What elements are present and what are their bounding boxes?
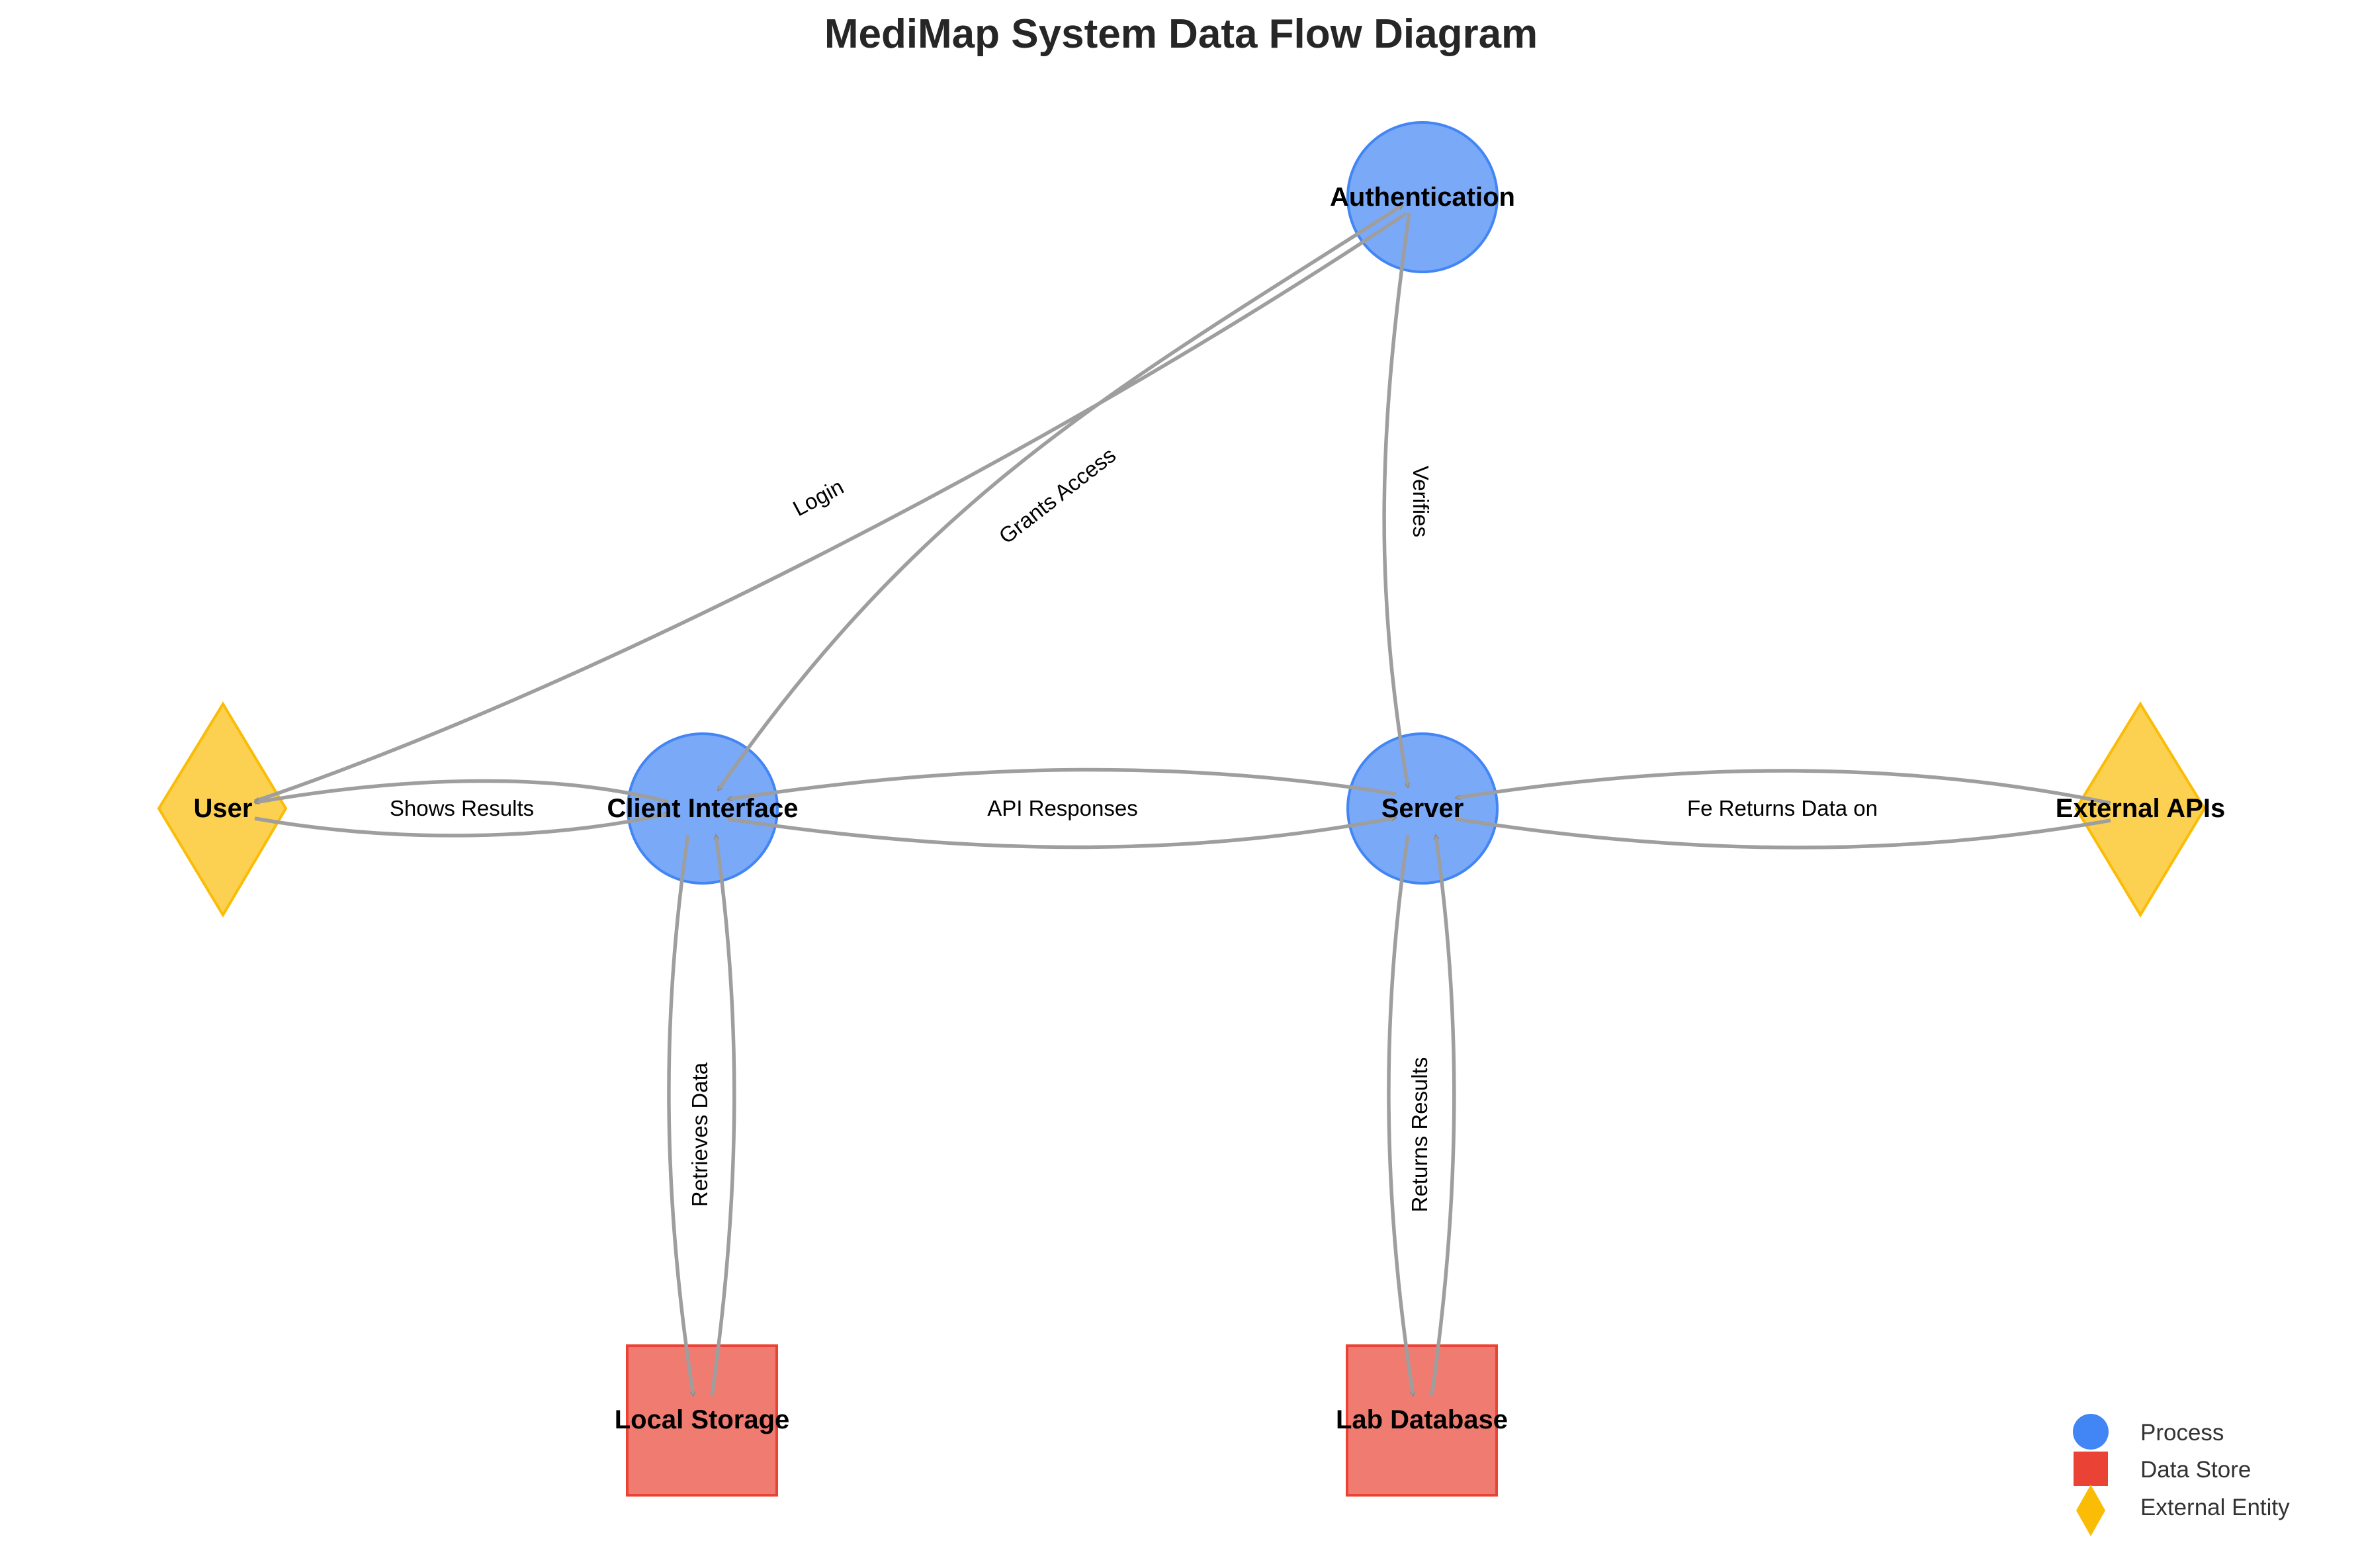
edge-label-login: Login: [789, 474, 848, 521]
node-labels: Authentication User Client Interface Ser…: [194, 183, 2226, 1434]
edge-external-upper: [1456, 769, 2111, 805]
edge-shows-results-lower: [254, 814, 668, 838]
legend-external-entity-label: External Entity: [2140, 1495, 2290, 1520]
edge-label-retrieves-data: Retrieves Data: [687, 1062, 712, 1207]
edge-returns-left: [1387, 834, 1413, 1396]
legend-external-entity-marker: [2076, 1485, 2105, 1536]
edge-label-shows-results: Shows Results: [390, 796, 534, 820]
edges: [254, 203, 2111, 1397]
node-label-external-apis: External APIs: [2056, 794, 2225, 823]
edge-external-lower: [1455, 817, 2111, 849]
edge-labels: Login Grants Access Verifies Shows Resul…: [390, 443, 1878, 1213]
edge-returns-right: [1430, 835, 1456, 1397]
edge-login: [255, 212, 1407, 803]
node-label-lab-database: Lab Database: [1336, 1405, 1508, 1434]
node-label-local-storage: Local Storage: [615, 1405, 790, 1434]
node-lab-database-shape: [1346, 1344, 1498, 1497]
edge-label-verifies: Verifies: [1409, 466, 1433, 537]
legend-data-store-marker: [2074, 1452, 2108, 1486]
edge-retrieves-right: [710, 835, 736, 1397]
node-user-shape: [157, 701, 288, 918]
legend: Process Data Store External Entity: [2073, 1414, 2290, 1536]
legend-process-marker: [2073, 1414, 2109, 1450]
edge-api-lower: [727, 818, 1396, 849]
node-external-apis-shape: [2074, 701, 2207, 918]
edge-retrieves-left: [667, 834, 693, 1396]
edge-label-grants-access: Grants Access: [994, 443, 1120, 548]
edge-api-upper: [728, 767, 1397, 799]
diagram-title: MediMap System Data Flow Diagram: [824, 11, 1538, 57]
node-label-server: Server: [1381, 794, 1464, 823]
edge-shows-results-upper: [255, 779, 669, 803]
edge-grants-access: [716, 203, 1403, 791]
node-label-client-interface: Client Interface: [607, 794, 799, 823]
node-label-authentication: Authentication: [1330, 183, 1515, 212]
edge-label-external: Fe Returns Data on: [1687, 796, 1878, 820]
legend-process-label: Process: [2140, 1420, 2224, 1446]
legend-data-store-label: Data Store: [2140, 1457, 2251, 1483]
node-label-user: User: [194, 794, 253, 823]
edge-verifies: [1382, 212, 1411, 787]
node-local-storage-shape: [626, 1344, 778, 1497]
edge-label-api-responses: API Responses: [987, 796, 1137, 820]
edge-label-returns-results: Returns Results: [1407, 1057, 1432, 1213]
